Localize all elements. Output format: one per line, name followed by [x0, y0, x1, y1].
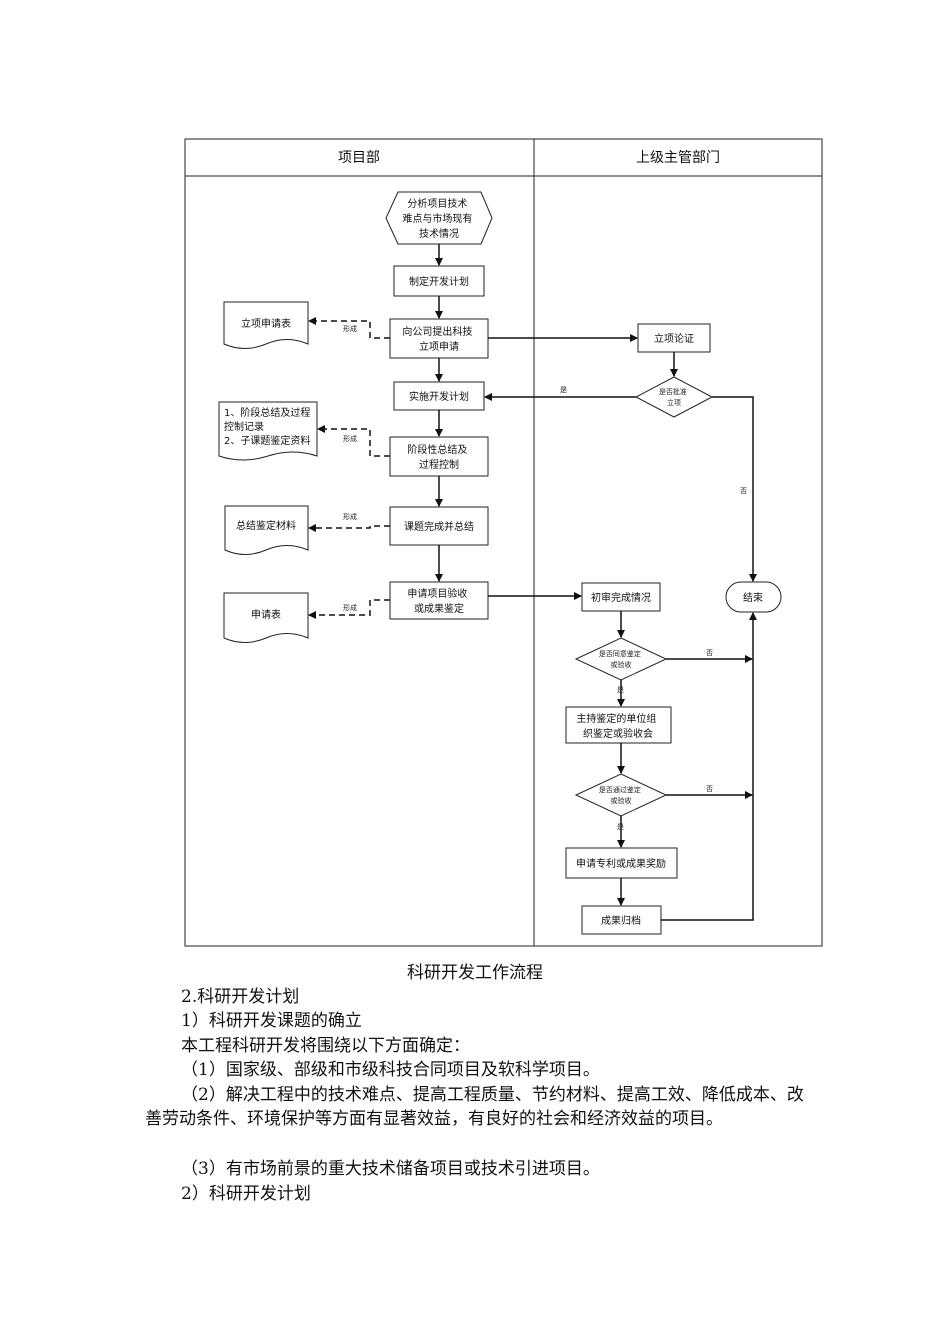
list-item-3: （3）有市场前景的重大技术储备项目或技术引进项目。 [181, 1159, 600, 1179]
edge-label-form-2: 形成 [343, 434, 357, 443]
edge-label-form-3: 形成 [343, 512, 357, 521]
node-end-label: 结束 [743, 591, 763, 604]
node-implement-shape [393, 381, 485, 411]
node-complete-shape [389, 506, 489, 546]
node-project-review-label: 立项论证 [654, 332, 694, 345]
node-initial-review-label: 初审完成情况 [591, 591, 651, 604]
node-project-review-shape [637, 323, 711, 353]
lane-header-right: 上级主管部门 [636, 150, 720, 166]
node-implement-label: 实施开发计划 [409, 390, 469, 403]
list-item-1: （1）国家级、部级和市级科技合同项目及软科学项目。 [181, 1060, 600, 1080]
decision-approve-shape [634, 376, 714, 418]
node-complete-label: 课题完成并总结 [404, 520, 474, 533]
node-host-shape [565, 706, 672, 744]
edge-label-no-pass: 否 [706, 785, 713, 793]
node-stage-label: 阶段性总结及 过程控制 [407, 443, 470, 471]
flowchart: 项目部 上级主管部门 分析项目技术 难点与市场现有 技术情况 制定开发计划 向公… [184, 138, 823, 947]
figure-caption: 科研开发工作流程 [407, 963, 543, 983]
doc-request-form-label: 申请表 [251, 608, 281, 621]
edge-label-form-4: 形成 [343, 603, 357, 612]
node-patent-shape [565, 847, 678, 879]
lane-header-left: 项目部 [338, 150, 380, 166]
decision-agree-label: 是否同意鉴定 或验收 [599, 649, 643, 669]
doc-summary-materials-shape [224, 505, 309, 555]
node-plan-shape [393, 265, 485, 297]
node-host-label: 主持鉴定的单位组 织鉴定或验收会 [576, 712, 659, 740]
doc-request-form-shape [223, 592, 309, 643]
node-analyze-label: 分析项目技术 难点与市场现有 技术情况 [402, 197, 475, 240]
node-accept-apply-label: 申请项目验收 或成果鉴定 [407, 587, 470, 615]
node-initial-review-shape [581, 582, 661, 612]
list-item-2: （2）解决工程中的技术难点、提高工程质量、节约材料、提高工效、降低成本、改善劳动… [145, 1085, 804, 1129]
doc-summary-materials-label: 总结鉴定材料 [236, 519, 296, 532]
edge-label-yes-pass: 是 [617, 823, 624, 831]
node-apply-shape [389, 318, 489, 359]
subsection-heading-1: 1）科研开发课题的确立 [181, 1011, 362, 1031]
flow-arrows [435, 244, 757, 921]
doc-stage-records-shape [218, 401, 318, 461]
node-apply-label: 向公司提出科技 立项申请 [402, 325, 475, 353]
decision-approve-label: 是否批准 立项 [659, 387, 689, 407]
decision-agree-shape [574, 637, 668, 681]
edge-label-yes-agree: 是 [617, 686, 624, 694]
edge-label-form-1: 形成 [343, 324, 357, 333]
doc-stage-records-label: 1、阶段总结及过程 控制记录 2、子课题鉴定资料 [224, 406, 314, 447]
node-archive-label: 成果归档 [601, 914, 641, 927]
swimlane-frame [184, 138, 823, 947]
section-heading: 2.科研开发计划 [181, 987, 300, 1007]
subsection-heading-2: 2）科研开发计划 [181, 1184, 311, 1204]
decision-pass-shape [574, 773, 668, 817]
node-patent-label: 申请专利或成果奖励 [576, 857, 666, 870]
node-plan-label: 制定开发计划 [409, 275, 469, 288]
doc-application-form-label: 立项申请表 [241, 317, 291, 330]
body-paragraph-intro: 本工程科研开发将围绕以下方面确定： [181, 1036, 470, 1056]
edge-label-no-agree: 否 [706, 649, 713, 657]
node-accept-apply-shape [389, 581, 489, 620]
form-dashed-arrows [308, 317, 390, 619]
node-analyze-shape [385, 191, 493, 245]
edge-label-no-approve: 否 [740, 487, 747, 495]
decision-pass-label: 是否通过鉴定 或验收 [599, 785, 643, 805]
edge-label-yes-approve: 是 [560, 386, 567, 394]
doc-application-form-shape [223, 301, 309, 349]
